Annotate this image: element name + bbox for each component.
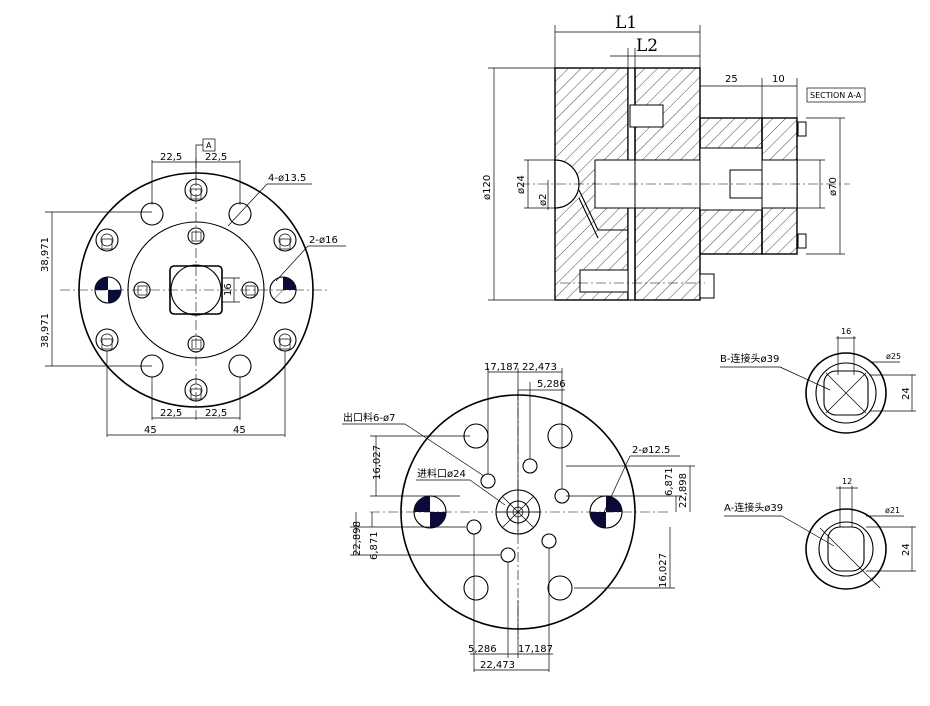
dim-5-286-bottom: 5,286	[468, 644, 497, 655]
outlet-hole	[466, 519, 482, 535]
die-pins-callout: 2-ø12.5	[632, 445, 670, 456]
dim-17-187-top: 17,187	[484, 362, 519, 373]
dim-22-898-right: 22,898	[678, 473, 689, 508]
section-marker-box	[202, 138, 216, 152]
connector-b-outline	[805, 352, 887, 434]
die-pin-left	[413, 495, 447, 529]
dim-45-left: 45	[144, 425, 157, 436]
connector-a-view: 12 A-连接头ø39 ø21 24	[724, 477, 916, 590]
bolt-hole	[140, 202, 164, 226]
dim-16-027-right: 16,027	[658, 553, 669, 588]
connector-b-slot	[823, 370, 869, 416]
dim-38-971-upper: 38,971	[40, 237, 51, 272]
dim-5-286-top: 5,286	[537, 379, 566, 390]
outlet-hole	[480, 473, 496, 489]
die-face-view: 17,187 22,473 5,286 出口料6-ø7 2-ø12.5 进料口ø…	[342, 362, 695, 672]
dim-17-187-bottom: 17,187	[518, 644, 553, 655]
connector-a-dim-24: 24	[901, 543, 912, 556]
connector-a-outline	[805, 508, 887, 590]
dim-22-5-bottom-right: 22,5	[205, 408, 227, 419]
connector-a-callout: A-连接头ø39	[724, 501, 783, 514]
section-title: SECTION A-A	[810, 91, 862, 100]
outlet-hole	[541, 533, 557, 549]
dim-22-5-bottom-left: 22,5	[160, 408, 182, 419]
bolt-hole	[228, 354, 252, 378]
front-view: 22,5 22,5 A 4-ø13.5 2-ø16 38,971 38,971 …	[40, 138, 346, 437]
section-marker-label: A	[206, 141, 212, 150]
dim-22-5-top-right: 22,5	[205, 152, 227, 163]
connector-b-dim-24: 24	[901, 387, 912, 400]
center-slot	[169, 265, 223, 315]
dim-10: 10	[772, 74, 785, 85]
label-l1: L1	[615, 13, 637, 33]
die-pin-right	[589, 495, 623, 529]
connector-a-dia-21: ø21	[885, 506, 900, 515]
holes-callout: 4-ø13.5	[268, 173, 306, 184]
pins-callout: 2-ø16	[309, 235, 338, 246]
dim-6-871-left: 6,871	[369, 531, 380, 560]
connector-a-dim-12: 12	[842, 477, 852, 486]
dia-120: ø120	[482, 175, 493, 200]
connector-b-callout: B-连接头ø39	[720, 352, 779, 365]
dim-22-5-top-left: 22,5	[160, 152, 182, 163]
dim-22-898-left: 22,898	[352, 521, 363, 556]
dim-16: 16	[223, 283, 234, 296]
dim-38-971-lower: 38,971	[40, 313, 51, 348]
screw-head-group	[95, 178, 297, 402]
connector-b-dia-25: ø25	[886, 352, 901, 361]
outlet-callout: 出口料6-ø7	[343, 411, 395, 424]
locating-pin-right	[269, 276, 297, 304]
dia-70: ø70	[828, 177, 839, 196]
dim-45-right: 45	[233, 425, 246, 436]
center-bore	[170, 264, 222, 316]
outlet-hole	[500, 547, 516, 563]
dia-2: ø2	[538, 194, 549, 206]
connector-b-dim-16: 16	[841, 327, 851, 336]
inlet-callout: 进料口ø24	[417, 467, 466, 480]
dim-22-473-bottom: 22,473	[480, 660, 515, 671]
dim-25: 25	[725, 74, 738, 85]
locating-pin-left	[94, 276, 122, 304]
dia-24: ø24	[516, 175, 527, 194]
dim-6-871-right: 6,871	[664, 467, 675, 496]
dim-16-027-left: 16,027	[372, 445, 383, 480]
section-view: L1 L2 25 10 SECTION A-A	[482, 13, 866, 301]
dim-22-473-top: 22,473	[522, 362, 557, 373]
section-title-box	[806, 87, 866, 103]
connector-a-slot	[827, 526, 865, 572]
connector-b-view: 16 B-连接头ø39 ø25 24	[720, 327, 916, 434]
outlet-hole	[522, 458, 538, 474]
label-l2: L2	[636, 36, 658, 56]
